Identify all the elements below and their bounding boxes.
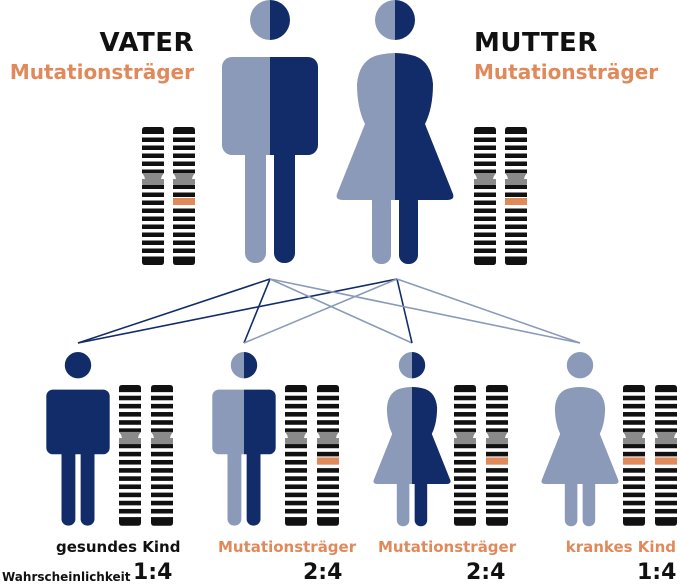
chromosomes [118, 127, 678, 526]
child-3-chromosome-2 [485, 385, 509, 526]
mother-chromosome-1 [473, 127, 497, 265]
mother-chromosome-2 [504, 127, 528, 265]
child-label-1: gesundes Kind [56, 538, 181, 556]
line-father-child-1 [77, 278, 271, 344]
child-2-chromosome-2 [316, 385, 340, 526]
child-label-3: Mutationsträger [378, 538, 517, 556]
child-4-chromosome-1 [622, 385, 646, 526]
line-mother-child-1 [77, 278, 398, 344]
line-father-child-3 [269, 278, 413, 344]
ratio-1: 1:4 [133, 560, 173, 585]
child-1-chromosome-2 [150, 385, 174, 526]
child-figure-1 [46, 352, 110, 526]
father-chromosome-1 [141, 127, 165, 265]
child-3-chromosome-1 [453, 385, 477, 526]
line-mother-child-4 [396, 278, 581, 344]
child-label-4: krankes Kind [565, 538, 676, 556]
figures [46, 0, 619, 527]
child-1-chromosome-1 [118, 385, 142, 526]
inheritance-lines [77, 278, 581, 344]
mother-figure [336, 0, 454, 264]
child-2-chromosome-1 [284, 385, 308, 526]
father-role-label: VATER [99, 28, 194, 58]
father-figure [222, 0, 318, 263]
child-figure-3 [373, 352, 451, 527]
line-mother-child-2 [243, 278, 398, 344]
ratio-2: 2:4 [303, 560, 343, 585]
ratio-3: 2:4 [466, 560, 506, 585]
father-chromosome-2 [172, 127, 196, 265]
child-label-2: Mutationsträger [218, 538, 357, 556]
mother-role-label: MUTTER [474, 28, 598, 58]
probability-label: Wahrscheinlichkeit [2, 570, 131, 584]
child-4-chromosome-2 [654, 385, 678, 526]
father-status-label: Mutationsträger [9, 60, 194, 84]
child-figure-4 [541, 352, 619, 527]
line-mother-child-3 [396, 278, 413, 344]
child-figure-2 [212, 352, 276, 526]
line-father-child-2 [243, 278, 271, 344]
mother-status-label: Mutationsträger [474, 60, 659, 84]
ratio-4: 1:4 [637, 560, 677, 585]
line-father-child-4 [269, 278, 581, 344]
